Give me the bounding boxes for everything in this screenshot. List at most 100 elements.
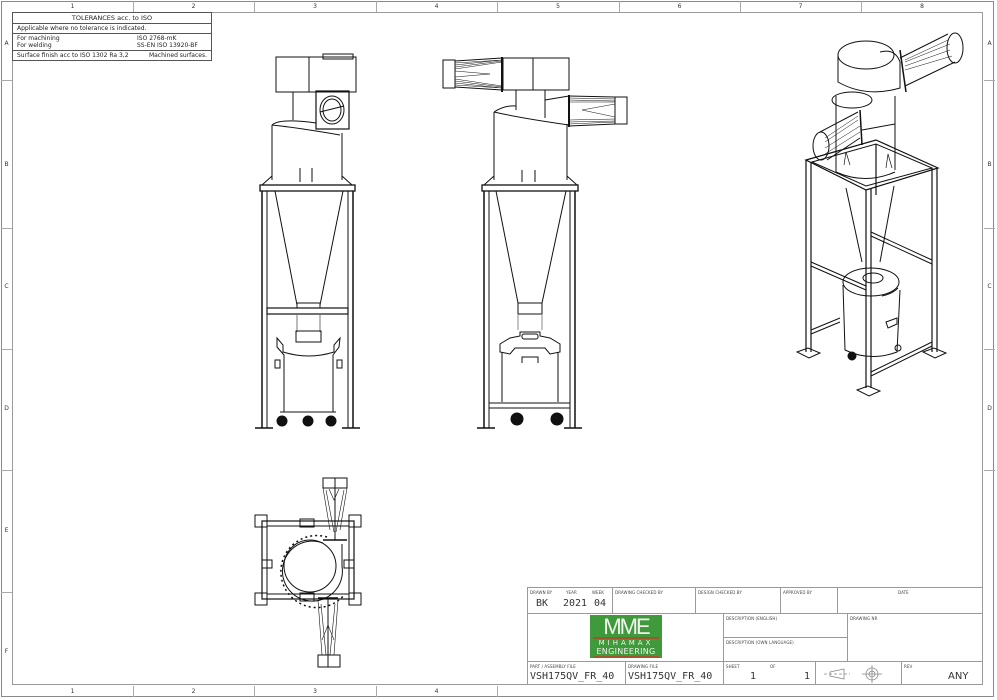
logo-bar-bottom xyxy=(593,656,659,658)
zone-tick xyxy=(497,686,498,697)
logo-cell xyxy=(528,614,724,662)
tolerances-title: TOLERANCES acc. to ISO xyxy=(12,12,212,24)
surface-note: Machined surfaces. xyxy=(148,52,207,59)
zone-tick xyxy=(1,228,12,229)
machining-value: ISO 2768-mK xyxy=(137,35,177,42)
zone-label-left-B: B xyxy=(4,161,9,168)
zone-label-top-6: 6 xyxy=(677,3,682,10)
zone-label-top-5: 5 xyxy=(556,3,560,10)
zone-tick xyxy=(984,228,995,229)
desc-english-cell: DESCRIPTION (ENGLISH) xyxy=(724,614,848,638)
zone-label-top-1: 1 xyxy=(70,3,75,10)
third-angle-projection-icon xyxy=(824,665,882,683)
drawing-file-label: DRAWING FILE xyxy=(628,664,659,669)
zone-tick xyxy=(376,1,377,12)
year-label: YEAR xyxy=(566,590,577,595)
zone-label-right-D: D xyxy=(987,405,992,412)
date-cell: DATE xyxy=(838,588,983,614)
zone-label-bottom-1: 1 xyxy=(70,688,75,695)
logo-mark: MME xyxy=(603,614,650,639)
logo-line2: ENGINEERING xyxy=(596,647,656,656)
zone-tick xyxy=(1,349,12,350)
zone-label-left-A: A xyxy=(4,40,9,47)
zone-tick xyxy=(984,470,995,471)
projection-cell xyxy=(816,662,902,685)
machining-label: For machining xyxy=(17,35,60,42)
zone-label-top-2: 2 xyxy=(191,3,196,10)
zone-tick xyxy=(133,1,134,12)
zone-label-top-7: 7 xyxy=(798,3,803,10)
title-block: DRAWN BY YEAR WEEK BK 2021 04 DRAWING CH… xyxy=(527,587,983,685)
zone-tick xyxy=(984,80,995,81)
part-file-cell: PART / ASSEMBLY FILE VSH175QV_FR_40 xyxy=(528,662,626,685)
zone-tick xyxy=(254,686,255,697)
approved-cell: APPROVED BY xyxy=(781,588,838,614)
drawing-no-cell: DRAWING NR xyxy=(848,614,983,662)
tolerances-note: Applicable where no tolerance is indicat… xyxy=(12,24,212,34)
zone-tick xyxy=(1,592,12,593)
zone-label-top-4: 4 xyxy=(434,3,439,10)
design-checked-cell: DESIGN CHECKED BY xyxy=(696,588,781,614)
design-checked-label: DESIGN CHECKED BY xyxy=(698,590,742,595)
zone-tick xyxy=(376,686,377,697)
zone-label-right-C: C xyxy=(987,283,992,290)
drawing-file-value: VSH175QV_FR_40 xyxy=(628,671,713,682)
zone-label-bottom-3: 3 xyxy=(313,688,317,695)
sheet-cell: SHEET OF 1 1 xyxy=(724,662,816,685)
zone-tick xyxy=(1,470,12,471)
zone-label-top-3: 3 xyxy=(313,3,317,10)
zone-label-left-E: E xyxy=(4,527,9,534)
drawn-by-cell: DRAWN BY YEAR WEEK BK 2021 04 xyxy=(528,588,613,614)
drawing-file-cell: DRAWING FILE VSH175QV_FR_40 xyxy=(626,662,724,685)
sheet-label: SHEET xyxy=(726,664,740,669)
drawn-by-value: BK xyxy=(536,598,549,609)
tolerances-standards: For machining ISO 2768-mK For welding SS-E… xyxy=(12,34,212,51)
zone-tick xyxy=(497,1,498,12)
part-file-label: PART / ASSEMBLY FILE xyxy=(530,664,576,669)
welding-value: SS-EN ISO 13920-BF xyxy=(137,42,198,49)
date-label: DATE xyxy=(898,590,909,595)
approved-label: APPROVED BY xyxy=(783,590,813,595)
zone-label-left-F: F xyxy=(4,648,9,655)
of-label: OF xyxy=(770,664,776,669)
rev-label: REV xyxy=(904,664,913,669)
zone-tick xyxy=(1,80,12,81)
desc-own-cell: DESCRIPTION (OWN LANGUAGE) xyxy=(724,638,848,662)
part-file-value: VSH175QV_FR_40 xyxy=(530,671,615,682)
zone-label-bottom-4: 4 xyxy=(434,688,439,695)
drawing-checked-label: DRAWING CHECKED BY xyxy=(615,590,664,595)
mihamax-logo: MME MIHAMAX ENGINEERING xyxy=(590,615,662,658)
year-value: 2021 xyxy=(563,598,588,609)
zone-label-right-B: B xyxy=(987,161,992,168)
surface-finish-row: Surface finish acc to ISO 1302 Ra 3,2 Mac… xyxy=(12,51,212,61)
zone-tick xyxy=(984,349,995,350)
zone-tick xyxy=(861,1,862,12)
surface-finish: Surface finish acc to ISO 1302 Ra 3,2 xyxy=(17,52,129,59)
zone-tick xyxy=(133,686,134,697)
sheet-value: 1 xyxy=(750,671,757,682)
zone-tick xyxy=(740,1,741,12)
rev-cell: REV ANY xyxy=(902,662,984,685)
rev-value: ANY xyxy=(948,671,969,682)
drawn-by-label: DRAWN BY xyxy=(530,590,553,595)
week-label: WEEK xyxy=(592,590,605,595)
zone-label-bottom-2: 2 xyxy=(191,688,196,695)
zone-tick xyxy=(254,1,255,12)
zone-label-left-D: D xyxy=(4,405,9,412)
logo-line1: MIHAMAX xyxy=(598,639,654,647)
welding-label: For welding xyxy=(17,42,52,49)
zone-label-right-A: A xyxy=(987,40,992,47)
zone-tick xyxy=(619,1,620,12)
logo-bar-top xyxy=(593,637,659,639)
drawing-no-label: DRAWING NR xyxy=(850,616,878,621)
week-value: 04 xyxy=(594,598,607,609)
tolerances-block: TOLERANCES acc. to ISO Applicable where … xyxy=(12,12,212,61)
desc-own-label: DESCRIPTION (OWN LANGUAGE) xyxy=(726,640,794,645)
sheet-inner-border xyxy=(12,12,983,685)
drawing-checked-cell: DRAWING CHECKED BY xyxy=(613,588,696,614)
